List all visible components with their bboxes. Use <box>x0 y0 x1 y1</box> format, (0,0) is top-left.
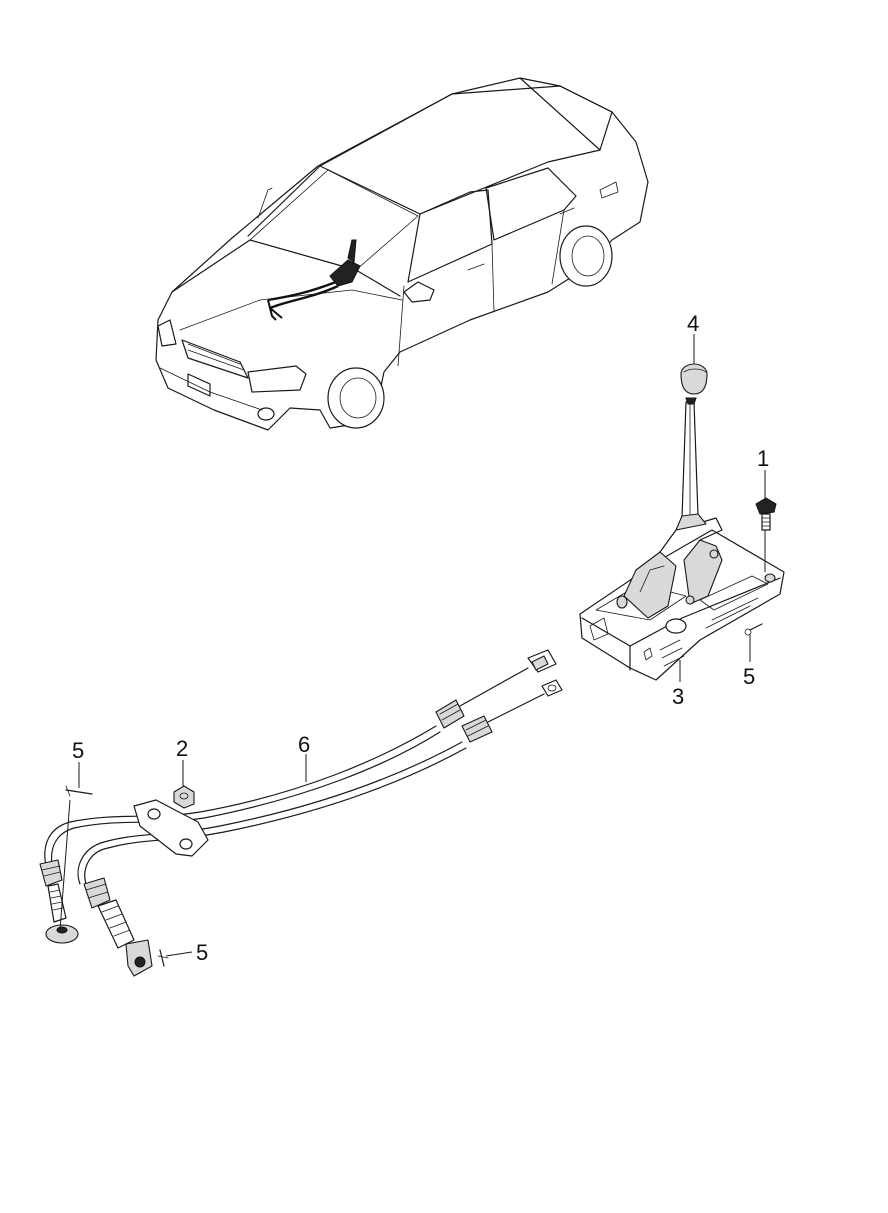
callout-part-2: 2 <box>176 736 188 761</box>
car-illustration <box>155 77 649 431</box>
shift-cable-pair <box>39 649 563 977</box>
callout-part-4: 4 <box>687 311 699 336</box>
cotter-pin-cable-top <box>65 785 93 797</box>
callout-part-5-cable-bottom: 5 <box>196 940 208 965</box>
cotter-pin-cable-bottom <box>157 949 169 967</box>
callout-part-3: 3 <box>672 684 684 709</box>
nut <box>173 785 195 809</box>
callout-part-5-shifter: 5 <box>743 664 755 689</box>
callout-part-5-cable-top: 5 <box>72 738 84 763</box>
leader-lines <box>59 334 766 957</box>
callout-part-1: 1 <box>757 446 769 471</box>
mounting-bolt <box>755 497 777 531</box>
shift-lever <box>675 397 707 531</box>
callout-part-6: 6 <box>298 732 310 757</box>
shifter-base-assembly <box>579 517 785 681</box>
shift-knob <box>680 363 708 395</box>
cotter-pin-shifter <box>744 623 763 636</box>
